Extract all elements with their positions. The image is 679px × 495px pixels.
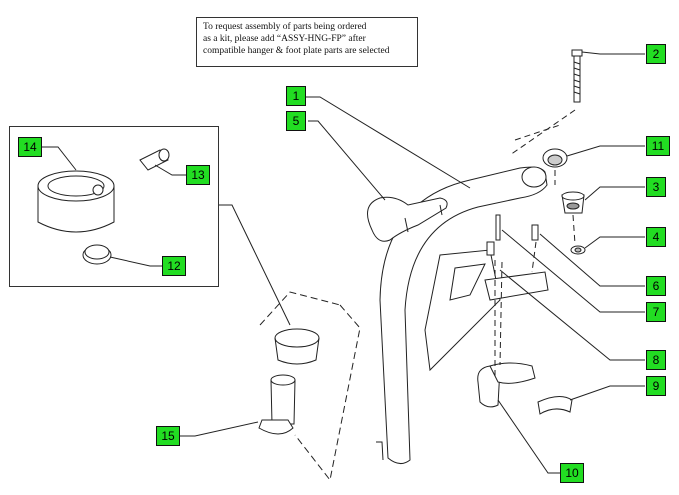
leader-5	[308, 120, 386, 201]
footrest-pad	[367, 196, 448, 242]
callout-7[interactable]: 7	[646, 302, 666, 322]
leader-12	[109, 256, 162, 267]
screw-part-2	[571, 49, 583, 103]
leader-7	[501, 229, 645, 313]
detail-inset-box	[9, 126, 219, 287]
screw-part-7	[495, 214, 501, 241]
leader-inset	[219, 204, 291, 326]
note-line-3: compatible hanger & foot plate parts are…	[203, 46, 390, 56]
leader-2	[581, 51, 645, 55]
pin-part-13	[139, 148, 170, 171]
callout-11[interactable]: 11	[646, 136, 670, 156]
callout-15[interactable]: 15	[156, 426, 180, 446]
tube-top-end	[521, 166, 547, 188]
bushing-part-3	[561, 191, 585, 214]
knob-part-12	[82, 244, 112, 265]
callout-10[interactable]: 10	[560, 463, 584, 483]
assembly-note: To request assembly of parts being order…	[196, 17, 418, 67]
callout-2[interactable]: 2	[646, 44, 666, 64]
callout-3[interactable]: 3	[646, 177, 666, 197]
callout-12[interactable]: 12	[162, 256, 186, 276]
callout-13[interactable]: 13	[186, 165, 210, 185]
leader-9	[569, 385, 645, 401]
callout-6[interactable]: 6	[646, 276, 666, 296]
leader-8	[499, 269, 645, 361]
leader-10	[497, 399, 560, 474]
callout-9[interactable]: 9	[646, 376, 666, 396]
leader-15	[180, 421, 259, 437]
leader-6	[539, 233, 645, 287]
leader-11	[566, 145, 645, 157]
sleeve-part-15	[258, 374, 296, 435]
callout-8[interactable]: 8	[646, 350, 666, 370]
callout-5[interactable]: 5	[286, 111, 306, 131]
clamp-part-10	[477, 362, 536, 408]
leader-1	[306, 96, 471, 189]
hanger-bracket	[424, 249, 501, 372]
collar-part-14	[37, 170, 115, 233]
leader-4	[584, 236, 645, 249]
sleeve-collar	[274, 328, 320, 365]
tube-cap-part-11	[542, 148, 568, 168]
leader-14	[42, 146, 77, 171]
clamp-insert-part-9	[537, 396, 573, 415]
nut-part-4	[570, 245, 586, 255]
leader-3	[584, 186, 645, 201]
callout-4[interactable]: 4	[646, 227, 666, 247]
callout-1[interactable]: 1	[286, 86, 306, 106]
callout-14[interactable]: 14	[18, 137, 42, 157]
note-line-2: as a kit, please add “ASSY-HNG-FP” after	[203, 34, 366, 44]
leader-13	[154, 164, 186, 176]
note-line-1: To request assembly of parts being order…	[203, 22, 367, 32]
screw-part-6	[531, 224, 539, 241]
